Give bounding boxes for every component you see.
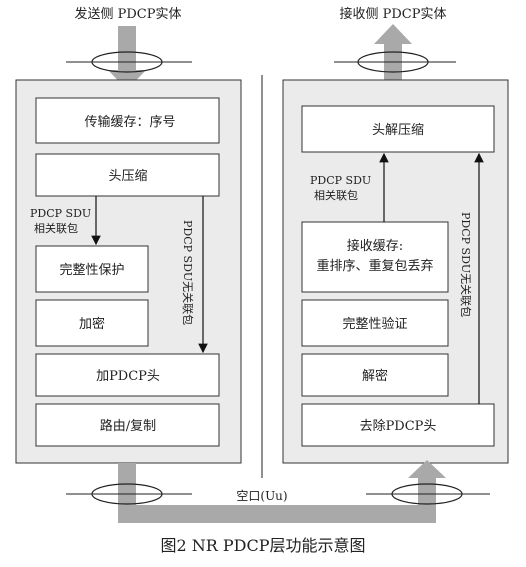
rx-buffer-box — [301, 221, 449, 293]
routing-label: 路由/复制 — [100, 418, 156, 434]
add-pdcp-header-box — [35, 353, 220, 397]
left-related-label-1: PDCP SDU — [30, 207, 91, 220]
bottom-left-sap-icon — [66, 483, 192, 505]
tx-buffer-box — [35, 97, 220, 144]
routing-box — [35, 403, 220, 447]
header-compression-box — [35, 153, 220, 197]
header-decompression-box — [301, 105, 495, 153]
ciphering-box — [35, 299, 149, 347]
right-related-label-2: 相关联包 — [314, 188, 358, 202]
integrity-protection-box — [35, 245, 149, 293]
right-unrelated-label: PDCP SDU无关联包 — [459, 212, 473, 317]
left-related-label-2: 相关联包 — [34, 221, 78, 235]
rx-buffer-label-1: 接收缓存: — [347, 238, 403, 254]
integrity-protection-label: 完整性保护 — [59, 263, 124, 278]
send-entity-label: 发送侧 PDCP实体 — [75, 6, 182, 22]
top-left-sap-icon — [66, 51, 192, 73]
deciphering-box — [301, 353, 449, 397]
air-interface-path — [118, 460, 446, 523]
air-interface-label: 空口(Uu) — [236, 489, 287, 503]
left-unrelated-label: PDCP SDU无关联包 — [181, 220, 195, 325]
ciphering-label: 加密 — [79, 316, 105, 332]
bottom-right-sap-icon — [366, 483, 490, 505]
add-pdcp-header-label: 加PDCP头 — [96, 369, 160, 384]
remove-pdcp-header-label: 去除PDCP头 — [360, 419, 437, 434]
header-compression-label: 头压缩 — [108, 168, 147, 184]
recv-entity-label: 接收侧 PDCP实体 — [340, 6, 447, 22]
top-right-sap-icon — [334, 51, 456, 73]
figure-caption: 图2 NR PDCP层功能示意图 — [160, 536, 365, 555]
right-related-label-1: PDCP SDU — [310, 174, 371, 187]
integrity-verification-box — [301, 299, 449, 347]
deciphering-label: 解密 — [362, 368, 388, 384]
remove-pdcp-header-box — [301, 403, 495, 447]
integrity-verification-label: 完整性验证 — [342, 316, 407, 332]
rx-buffer-label-2: 重排序、重复包丢弃 — [316, 258, 433, 274]
tx-buffer-label: 传输缓存：序号 — [84, 114, 175, 130]
header-decompression-label: 头解压缩 — [372, 122, 424, 138]
